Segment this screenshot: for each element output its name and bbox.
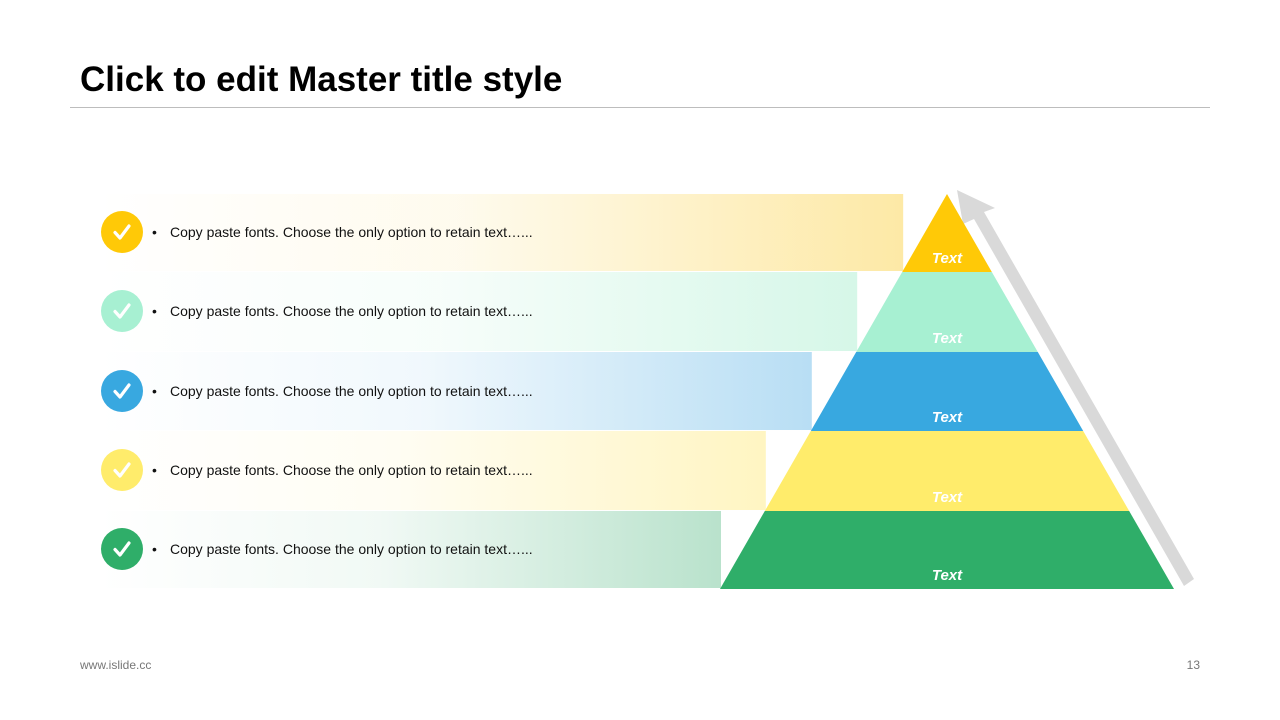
row-text: • Copy paste fonts. Choose the only optio… (152, 382, 533, 400)
row-text: • Copy paste fonts. Choose the only optio… (152, 540, 533, 558)
pyramid-level (902, 194, 992, 272)
check-badge (101, 528, 143, 570)
row-band (100, 511, 721, 588)
row-text-label: Copy paste fonts. Choose the only option… (170, 224, 533, 240)
page-number: 13 (1186, 658, 1200, 672)
check-badge (101, 449, 143, 491)
row-text-label: Copy paste fonts. Choose the only option… (170, 541, 533, 557)
row-text: • Copy paste fonts. Choose the only optio… (152, 223, 533, 241)
title-divider (70, 107, 1210, 108)
pyramid-level (720, 511, 1174, 589)
check-icon (113, 541, 131, 557)
check-badge (101, 369, 143, 412)
bullet-icon: • (152, 541, 157, 557)
bullet-icon: • (152, 462, 157, 478)
pyramid-level-label: Text (932, 250, 963, 267)
pyramid-level (856, 272, 1038, 352)
pyramid-level-label: Text (932, 330, 963, 347)
row-text: • Copy paste fonts. Choose the only optio… (152, 461, 533, 479)
check-badge (101, 290, 143, 332)
row-band (100, 352, 812, 430)
row-text-label: Copy paste fonts. Choose the only option… (170, 382, 533, 399)
row-text-label: Copy paste fonts. Choose the only option… (170, 462, 533, 478)
footer-url[interactable]: www.islide.cc (80, 658, 152, 672)
row-text: • Copy paste fonts. Choose the only optio… (152, 302, 533, 320)
check-icon (113, 303, 131, 319)
pyramid-arrow (957, 190, 1194, 586)
pyramid-level (764, 431, 1130, 511)
row-text-label: Copy paste fonts. Choose the only option… (170, 303, 533, 319)
bullet-icon: • (152, 303, 157, 319)
check-icon (113, 382, 131, 399)
check-badge (101, 211, 143, 253)
pyramid-level-label: Text (932, 409, 963, 426)
row-band (100, 431, 766, 510)
row-band (100, 194, 904, 271)
pyramid-level (810, 352, 1084, 431)
pyramid-level-label: Text (932, 489, 963, 506)
bullet-icon: • (152, 224, 157, 240)
pyramid-level-label: Text (932, 567, 963, 584)
bullet-icon: • (152, 382, 157, 399)
check-icon (113, 224, 131, 240)
check-icon (113, 462, 131, 478)
slide-title: Click to edit Master title style (80, 60, 563, 99)
row-band (100, 272, 858, 351)
